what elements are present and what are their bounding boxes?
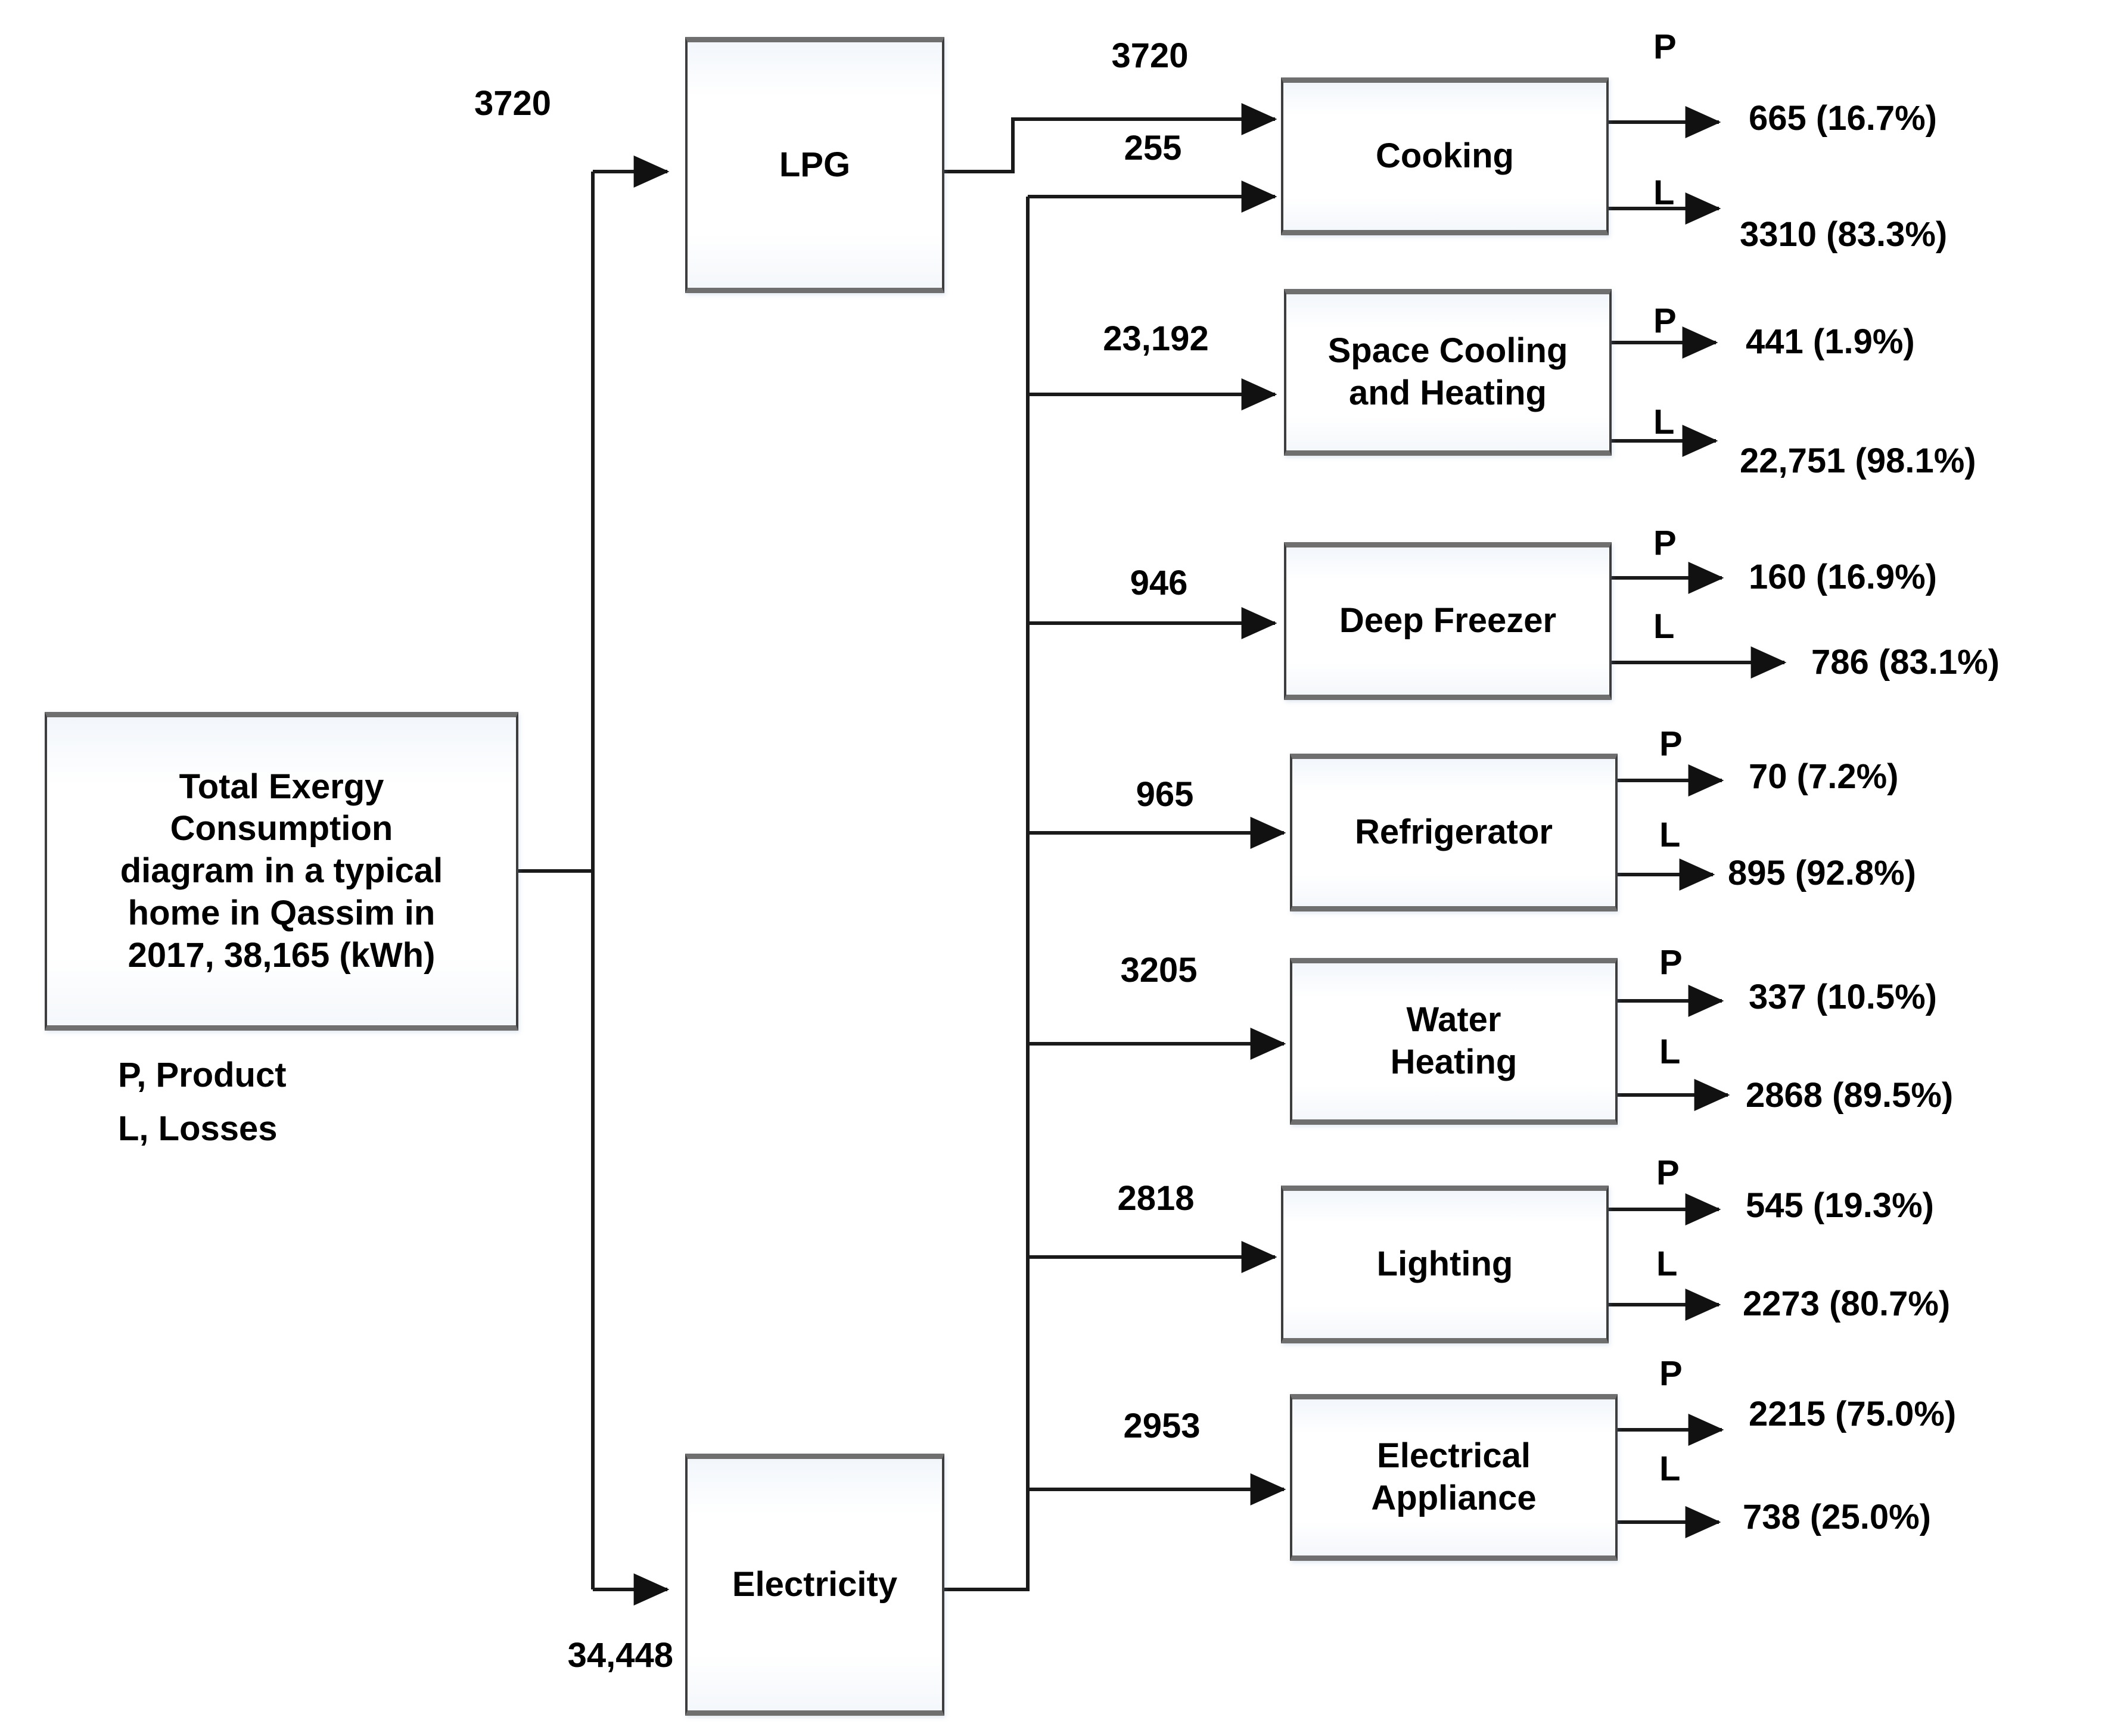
source-line-2: Consumption <box>170 809 393 848</box>
node-lighting[interactable]: Lighting <box>1281 1186 1609 1343</box>
value-appliance-product: 2215 (75.0%) <box>1749 1395 1957 1433</box>
flow-value-space-input: 23,192 <box>1103 319 1209 358</box>
node-lpg[interactable]: LPG <box>685 37 944 293</box>
source-line-4: home in Qassim in <box>128 893 436 932</box>
node-deep-freezer[interactable]: Deep Freezer <box>1284 542 1612 700</box>
value-appliance-losses: 738 (25.0%) <box>1743 1498 1931 1536</box>
legend: P, Product L, Losses <box>118 1049 287 1156</box>
tag-appliance-product: P <box>1659 1354 1683 1393</box>
flow-value-waterheating-input: 3205 <box>1120 951 1198 990</box>
node-space-cooling-and-heating-label: Space Cooling and Heating <box>1327 331 1568 412</box>
node-water-heating[interactable]: Water Heating <box>1290 958 1618 1125</box>
source-line-3: diagram in a typical <box>120 851 443 891</box>
tag-refrigerator-losses: L <box>1659 816 1681 854</box>
node-deep-freezer-label: Deep Freezer <box>1339 601 1557 640</box>
flow-value-cooking-input-1: 3720 <box>1111 36 1189 75</box>
node-lpg-label: LPG <box>779 145 851 184</box>
tag-lighting-losses: L <box>1656 1245 1678 1283</box>
value-waterheating-product: 337 (10.5%) <box>1749 978 1937 1016</box>
node-cooking[interactable]: Cooking <box>1281 77 1609 235</box>
flow-value-total-to-electricity: 34,448 <box>567 1636 673 1675</box>
node-refrigerator-label: Refrigerator <box>1355 813 1553 852</box>
tag-appliance-losses: L <box>1659 1449 1681 1488</box>
node-total-exergy[interactable]: Total Exergy Consumption diagram in a ty… <box>45 712 518 1031</box>
flow-value-total-to-lpg: 3720 <box>474 84 551 123</box>
legend-losses: L, Losses <box>118 1109 278 1148</box>
value-deepfreezer-losses: 786 (83.1%) <box>1811 643 2000 682</box>
wire-electricity-bus <box>944 197 1030 1591</box>
flow-value-cooking-input-2: 255 <box>1124 129 1182 167</box>
node-refrigerator[interactable]: Refrigerator <box>1290 754 1618 911</box>
node-space-cooling-and-heating[interactable]: Space Cooling and Heating <box>1284 289 1612 456</box>
tag-refrigerator-product: P <box>1659 724 1683 763</box>
flow-value-deepfreezer-input: 946 <box>1130 564 1188 602</box>
tag-cooking-product: P <box>1653 27 1677 66</box>
tag-space-losses: L <box>1653 403 1675 441</box>
value-deepfreezer-product: 160 (16.9%) <box>1749 558 1937 596</box>
tag-space-product: P <box>1653 301 1677 340</box>
value-refrigerator-product: 70 (7.2%) <box>1749 757 1899 796</box>
flow-value-refrigerator-input: 965 <box>1136 775 1194 814</box>
tag-deepfreezer-product: P <box>1653 524 1677 562</box>
value-refrigerator-losses: 895 (92.8%) <box>1728 854 1916 892</box>
source-line-1: Total Exergy <box>179 767 384 806</box>
value-space-product: 441 (1.9%) <box>1746 322 1915 361</box>
tag-cooking-losses: L <box>1653 173 1675 212</box>
flow-value-appliance-input: 2953 <box>1123 1407 1201 1445</box>
source-line-5: 2017, 38,165 (kWh) <box>128 935 436 975</box>
node-electrical-appliance[interactable]: Electrical Appliance <box>1290 1394 1618 1561</box>
flow-value-lighting-input: 2818 <box>1117 1179 1195 1218</box>
value-cooking-product: 665 (16.7%) <box>1749 99 1937 138</box>
tag-deepfreezer-losses: L <box>1653 607 1675 646</box>
wire-lpg-to-cooking <box>944 103 1277 173</box>
node-water-heating-label: Water Heating <box>1390 1000 1518 1081</box>
node-electrical-appliance-label: Electrical Appliance <box>1371 1436 1537 1517</box>
tag-waterheating-losses: L <box>1659 1032 1681 1071</box>
tag-waterheating-product: P <box>1659 943 1683 982</box>
legend-product: P, Product <box>118 1056 287 1094</box>
value-lighting-losses: 2273 (80.7%) <box>1743 1284 1951 1323</box>
node-cooking-label: Cooking <box>1376 136 1514 176</box>
tag-lighting-product: P <box>1656 1153 1680 1192</box>
node-electricity[interactable]: Electricity <box>685 1454 944 1716</box>
node-electricity-label: Electricity <box>732 1564 898 1604</box>
value-cooking-losses: 3310 (83.3%) <box>1740 215 1948 254</box>
value-lighting-product: 545 (19.3%) <box>1746 1186 1934 1225</box>
node-lighting-label: Lighting <box>1376 1245 1513 1284</box>
node-total-exergy-label: Total Exergy Consumption diagram in a ty… <box>108 766 455 977</box>
value-space-losses: 22,751 (98.1%) <box>1740 441 1976 480</box>
value-waterheating-losses: 2868 (89.5%) <box>1746 1076 1954 1115</box>
